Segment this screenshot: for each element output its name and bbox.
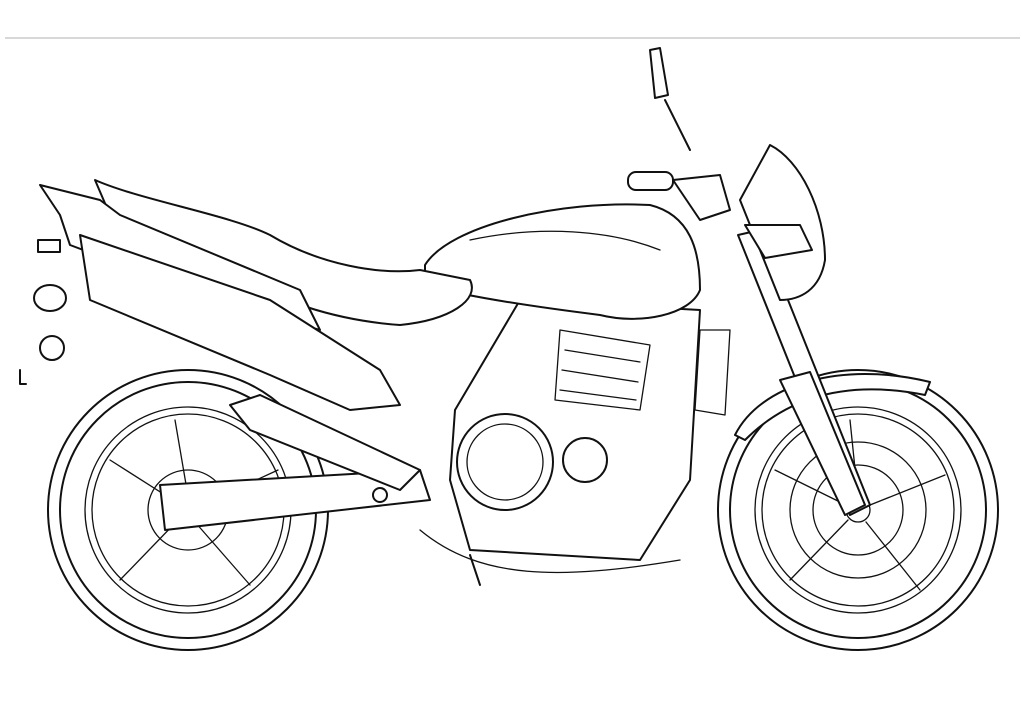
handlebar [627,47,731,221]
headlight-fairing [739,144,826,301]
footpeg [372,487,388,503]
engine [419,299,731,574]
swingarm [159,469,431,531]
kickstand [469,554,481,586]
seat [94,179,473,326]
tank-line [469,230,661,251]
rear-indicator [19,239,67,385]
fuel-tank [424,203,701,320]
exhaust-pipe [229,394,421,491]
headlight [744,224,813,259]
side-panel [79,234,401,411]
